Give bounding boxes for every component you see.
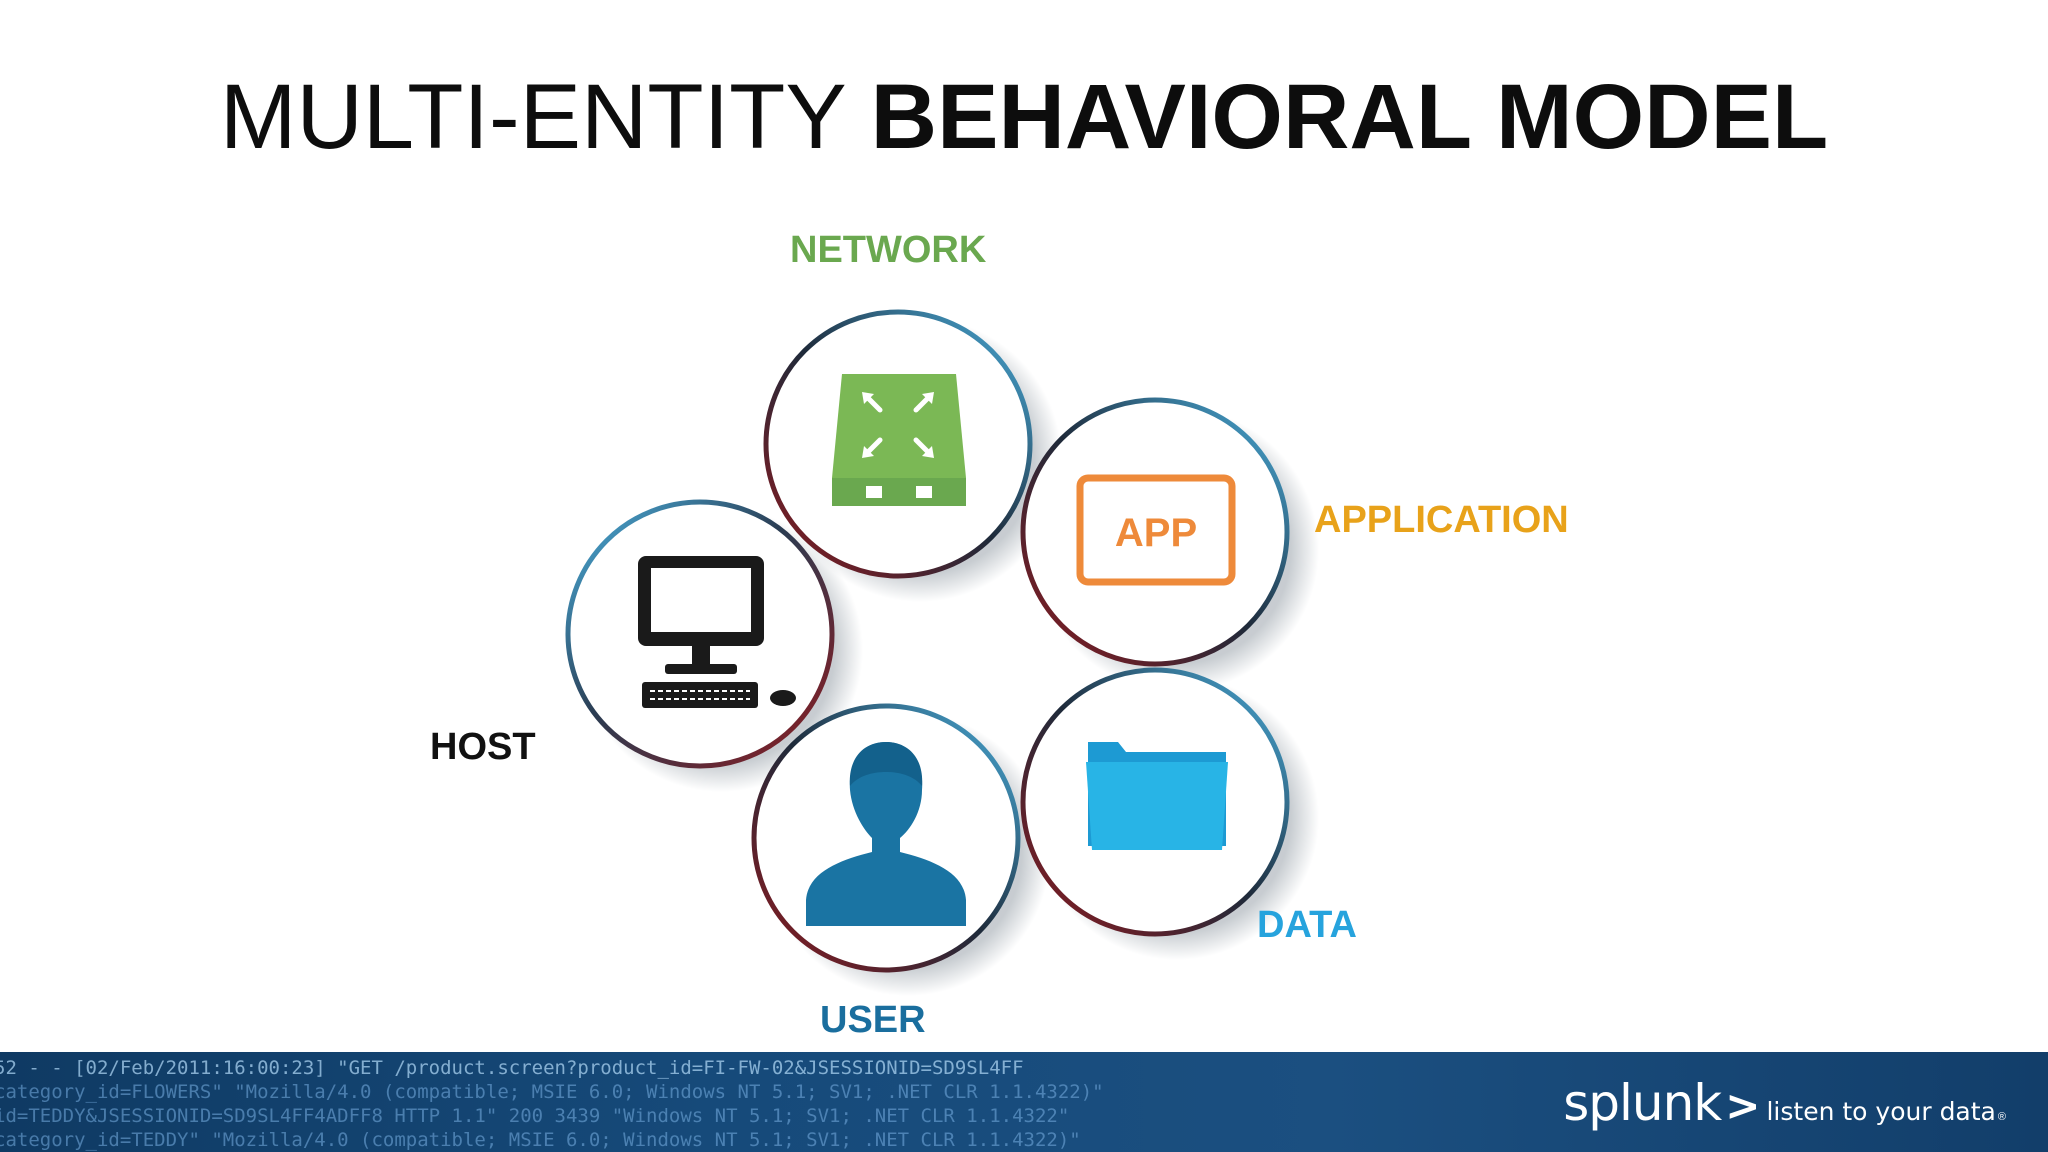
brand-tagline: listen to your data — [1766, 1097, 1996, 1126]
user-circle — [751, 703, 1050, 996]
footer-log-text: 52 - - [02/Feb/2011:16:00:23] "GET /prod… — [0, 1056, 1104, 1152]
app-icon-text: APP — [1115, 511, 1197, 555]
slide-title: MULTI-ENTITY BEHAVIORAL MODEL — [0, 62, 2048, 172]
user-label: USER — [820, 999, 926, 1041]
log-line: 52 - - [02/Feb/2011:16:00:23] "GET /prod… — [0, 1057, 1024, 1079]
network-circle — [763, 309, 1062, 602]
application-label: APPLICATION — [1314, 499, 1569, 541]
app-window-icon: APP — [1076, 474, 1236, 586]
trademark-mark: ® — [1997, 1111, 2006, 1123]
folder-icon — [1086, 742, 1228, 850]
network-label: NETWORK — [790, 229, 987, 271]
chevron-right-icon: > — [1725, 1081, 1761, 1130]
brand-name: splunk — [1563, 1074, 1722, 1132]
splunk-logo: splunk > listen to your data ® — [1563, 1074, 2006, 1132]
data-circle — [1020, 667, 1319, 960]
title-bold: BEHAVIORAL MODEL — [870, 66, 1829, 168]
log-line: category_id=FLOWERS" "Mozilla/4.0 (compa… — [0, 1081, 1104, 1103]
network-switch-icon — [832, 374, 966, 506]
user-silhouette-icon — [806, 742, 966, 926]
data-label: DATA — [1257, 904, 1357, 946]
log-line: id=TEDDY&JSESSIONID=SD9SL4FF4ADFF8 HTTP … — [0, 1105, 1070, 1127]
host-circle — [565, 499, 863, 792]
log-line: category_id=TEDDY" "Mozilla/4.0 (compati… — [0, 1129, 1081, 1151]
desktop-computer-icon — [638, 556, 796, 708]
host-label: HOST — [430, 726, 536, 768]
application-circle: APP — [1020, 397, 1319, 692]
footer-banner: 52 - - [02/Feb/2011:16:00:23] "GET /prod… — [0, 1052, 2048, 1152]
title-light: MULTI-ENTITY — [219, 66, 846, 168]
